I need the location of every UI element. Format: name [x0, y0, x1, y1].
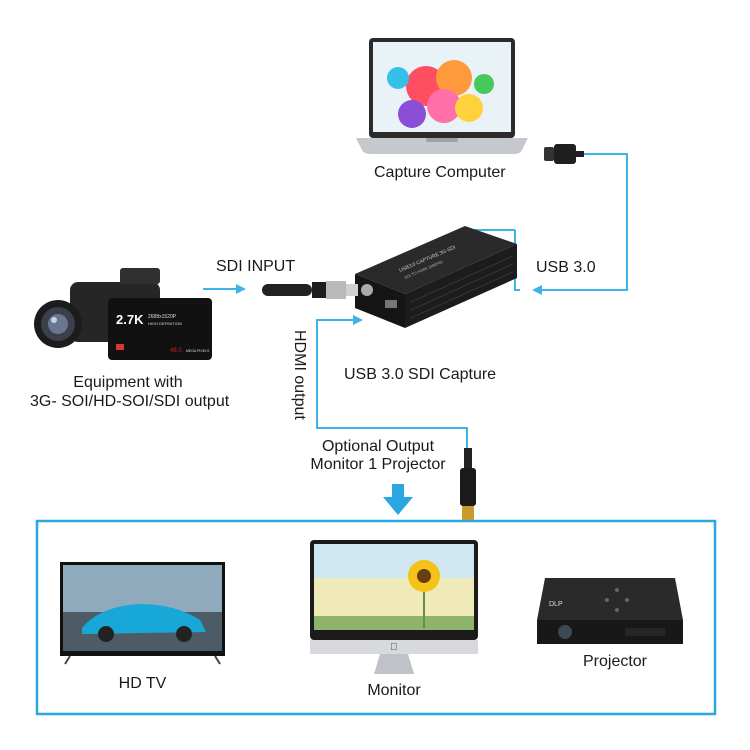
hdmi-arrow-head — [353, 315, 363, 325]
camera-mega-text: 48.0 — [170, 348, 182, 354]
balloon-shape — [474, 74, 494, 94]
output-devices-frame — [35, 519, 717, 716]
laptop-image — [356, 38, 528, 154]
balloon-shape — [387, 67, 409, 89]
bnc-cable-icon — [262, 281, 358, 299]
usb30-sdi-capture-label: USB 3.0 SDI Capture — [344, 366, 497, 383]
usb-arrow-head — [532, 285, 542, 295]
down-arrow-shaft — [392, 484, 404, 498]
camera-res-detail-text: 2688x1520P — [148, 314, 177, 320]
camera-megapixels-text: MEGA PIXELS — [186, 349, 210, 353]
balloon-shape — [398, 100, 426, 128]
equipment-label-line1: Equipment with — [73, 374, 183, 391]
camcorder-image: 2.7K 2688x1520P HIGH DEFINITION 48.0 MEG… — [34, 268, 212, 360]
hdmi-output-line — [316, 319, 468, 450]
monitor-label: Monitor — [367, 682, 421, 699]
usb30-label: USB 3.0 — [536, 259, 596, 276]
equipment-label-line2: 3G- SOI/HD-SOI/SDI output — [30, 393, 230, 410]
hdmi-plug-icon — [460, 448, 476, 520]
usb-cable-line — [540, 153, 628, 291]
monitor-image:  — [310, 540, 478, 674]
apple-logo-icon:  — [390, 642, 398, 653]
sdi-capture-device: USB3.0 CAPTURE 3G-SDI SDI TO HDMI 1080P6… — [355, 226, 517, 328]
car-shape — [82, 604, 206, 634]
sdi-input-label: SDI INPUT — [216, 258, 296, 275]
usb-plug-icon — [544, 144, 584, 164]
projector-label: Projector — [582, 653, 648, 670]
projector-logo-text: DLP — [549, 601, 563, 608]
camera-hd-text: HIGH DEFINITION — [148, 321, 182, 326]
capture-computer-label: Capture Computer — [374, 164, 506, 181]
optional-output-line1: Optional Output — [321, 438, 435, 455]
sdi-arrow-head — [236, 284, 246, 294]
down-arrow-head — [383, 497, 413, 515]
optional-output-line2: Monitor 1 Projector — [310, 456, 446, 473]
projector-image: DLP — [537, 578, 683, 644]
hdmi-output-label: HDMI output — [291, 330, 308, 420]
balloon-shape — [455, 94, 483, 122]
balloon-shape — [427, 89, 461, 123]
balloon-shape — [436, 60, 472, 96]
hd-tv-label: HD TV — [118, 675, 167, 692]
hd-tv-image — [60, 562, 225, 665]
camera-resolution-text: 2.7K — [116, 312, 144, 327]
